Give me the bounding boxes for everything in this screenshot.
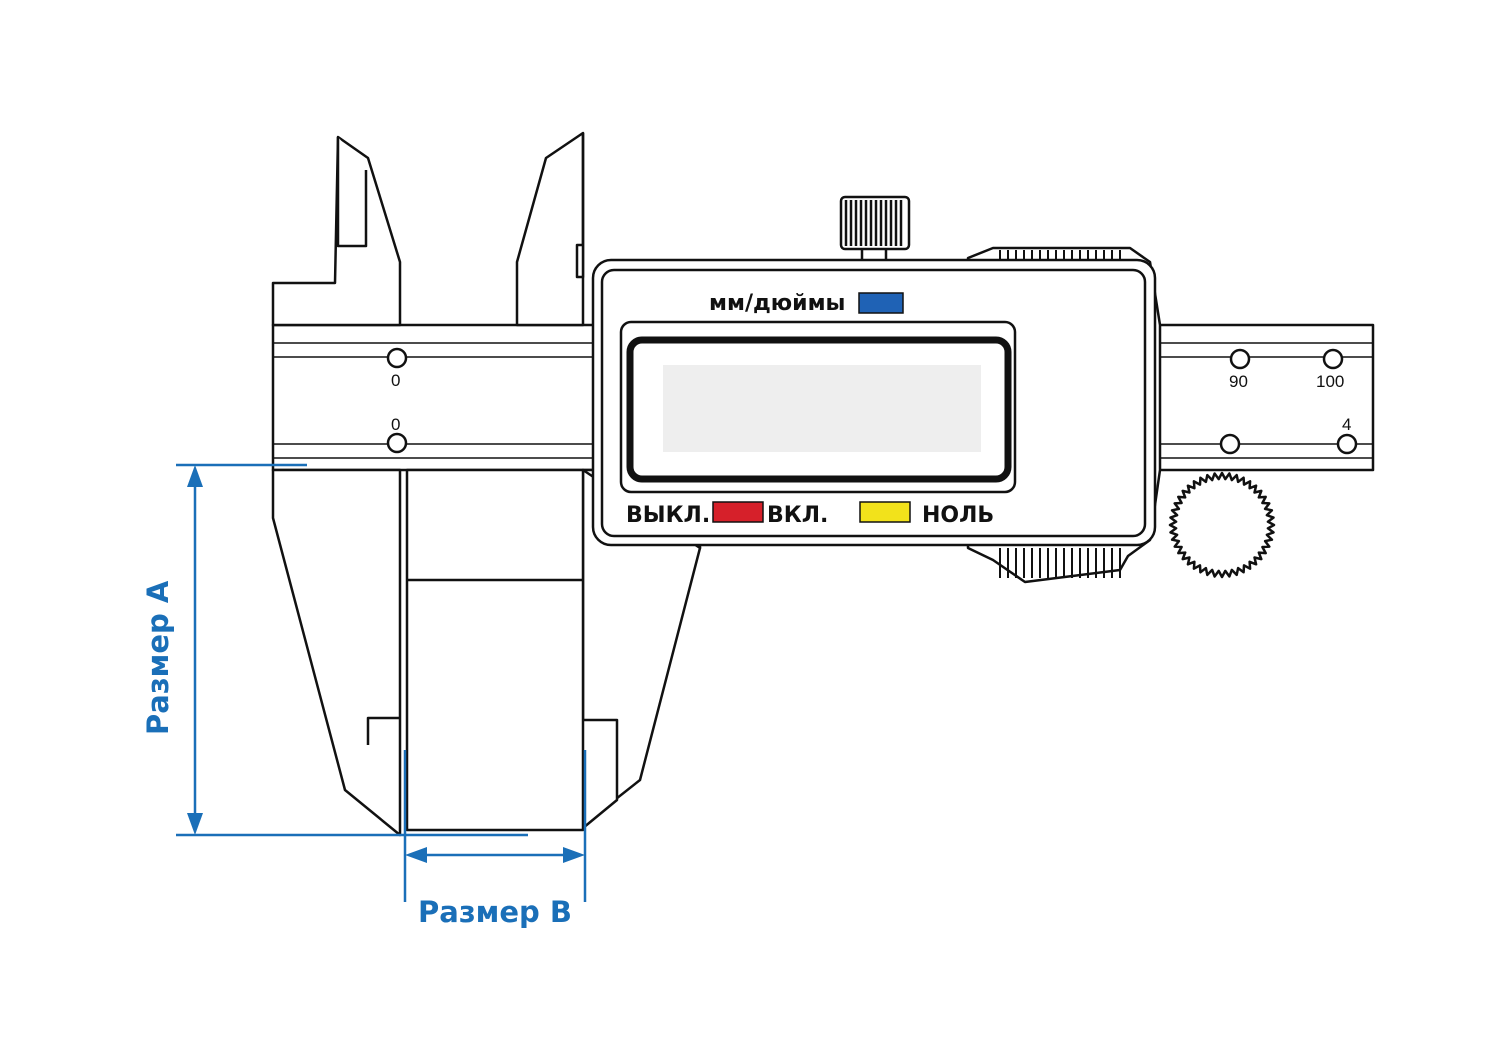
- upper-scale-100: 100: [1316, 372, 1344, 391]
- dimension-b-label: Размер В: [418, 895, 572, 929]
- scale-markings: 0 90 100 0 4: [386, 347, 1358, 455]
- dimension-b: Размер В: [403, 750, 587, 929]
- lcd-screen: [663, 365, 981, 452]
- lower-scale-zero: 0: [391, 415, 400, 434]
- upper-scale-90: 90: [1229, 372, 1248, 391]
- upper-scale-zero: 0: [391, 371, 400, 390]
- on-label: ВКЛ.: [767, 503, 828, 528]
- units-label: мм/дюймы: [709, 291, 845, 316]
- dimension-a-label: Размер А: [141, 580, 175, 735]
- off-label: ВЫКЛ.: [626, 503, 710, 528]
- thumb-wheel-icon[interactable]: [1168, 471, 1276, 579]
- units-toggle-button[interactable]: [858, 292, 904, 314]
- zero-label: НОЛЬ: [922, 503, 994, 528]
- display-module: [591, 258, 1157, 547]
- zero-button[interactable]: [859, 501, 911, 523]
- lower-scale-4: 4: [1342, 415, 1351, 434]
- power-button[interactable]: [712, 501, 764, 523]
- lock-screw-icon[interactable]: [839, 195, 911, 263]
- fixed-jaw: [271, 135, 402, 837]
- dimension-a: Размер А: [141, 463, 528, 837]
